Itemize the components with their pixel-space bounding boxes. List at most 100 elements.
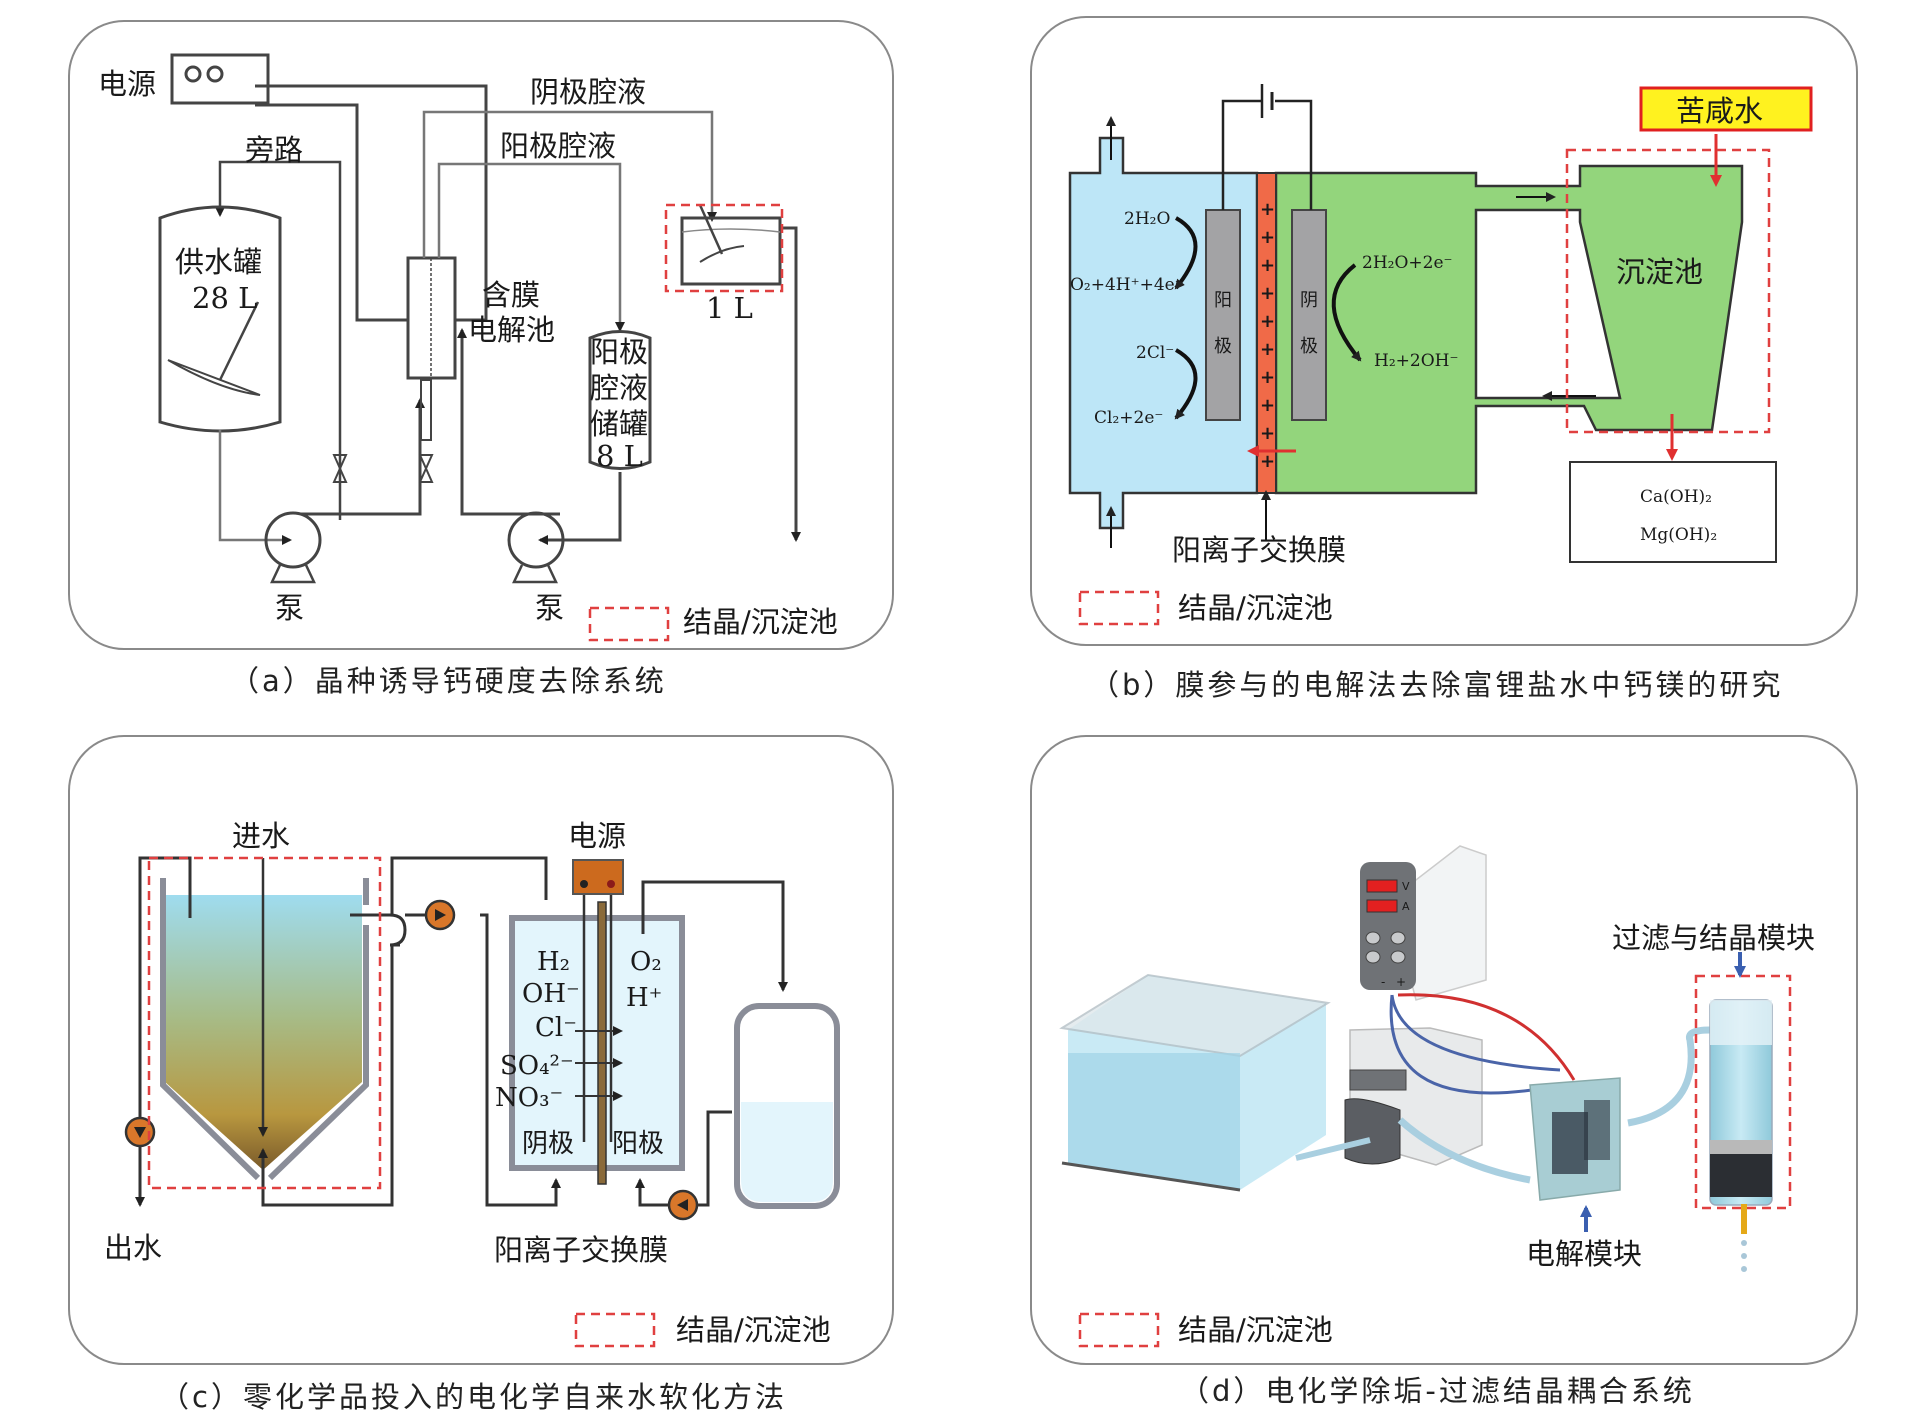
reaction-3-product: H₂+2OH⁻ (1374, 351, 1458, 371)
power-supply-box (170, 53, 270, 105)
power-label: 电源 (568, 819, 626, 853)
membrane-plus-sign: + (1260, 339, 1275, 360)
anolyte-tank-label-3: 储罐 (590, 407, 648, 441)
pump-1-label: 泵 (275, 591, 304, 625)
h2-label: H₂ (537, 947, 570, 977)
membrane-plus-sign: + (1260, 423, 1275, 444)
legend-label: 结晶/沉淀池 (1178, 1313, 1333, 1347)
legend-swatch (1078, 590, 1160, 626)
drain-pipe (1741, 1204, 1747, 1234)
feed-tank (158, 205, 282, 433)
anode-liquid-label: 阳极腔液 (500, 129, 616, 163)
precipitate-ca: Ca(OH)₂ (1640, 487, 1712, 507)
crystallizer-volume: 1 L (706, 291, 753, 325)
membrane-plus-sign: + (1260, 451, 1275, 472)
reaction-1-product: O₂+4H⁺+4e⁻ (1070, 275, 1184, 295)
cathode-electrode (1291, 209, 1327, 421)
knob-icon (206, 65, 224, 83)
brackish-water-box (1639, 86, 1813, 132)
anode-label: 阳极 (612, 1129, 664, 1159)
reaction-2-product: Cl₂+2e⁻ (1094, 408, 1163, 428)
electrolysis-module-label: 电解模块 (1526, 1237, 1642, 1271)
filter-media (1710, 1152, 1772, 1197)
membrane-plus-sign: + (1260, 227, 1275, 248)
valve-icon (332, 454, 348, 483)
feed-tank-label: 供水罐 (175, 245, 262, 279)
knob-icon[interactable] (1365, 931, 1381, 945)
legend-label: 结晶/沉淀池 (676, 1313, 831, 1347)
membrane-plus-sign: + (1260, 255, 1275, 276)
legend-swatch (1078, 1312, 1160, 1348)
knob-icon (184, 65, 202, 83)
settling-tank-label: 沉淀池 (1616, 255, 1703, 289)
flowmeter (420, 379, 432, 441)
cathode-label-2: 极 (1300, 336, 1318, 357)
so4-label: SO₄²⁻ (500, 1051, 574, 1081)
outlet-label: 出水 (104, 1231, 162, 1265)
sedimentation-dashed-box (147, 856, 382, 1190)
cathode-label-1: 阴 (1300, 290, 1318, 311)
brackish-water-label: 苦咸水 (1676, 94, 1763, 128)
caption-b: （b）膜参与的电解法去除富锂盐水中钙镁的研究 (1090, 668, 1784, 702)
membrane-plus-sign: + (1260, 367, 1275, 388)
membrane-label: 阳离子交换膜 (1172, 533, 1346, 567)
legend-label: 结晶/沉淀池 (1178, 591, 1333, 625)
panel-a-frame (68, 20, 894, 650)
cathode-liquid-label: 阴极腔液 (530, 75, 646, 109)
crystallizer-dashed-box (664, 203, 784, 293)
terminal-positive: + (1396, 975, 1406, 989)
knob-icon[interactable] (1390, 931, 1406, 945)
voltage-display (1366, 879, 1398, 893)
caption-c: （c）零化学品投入的电化学自来水软化方法 (160, 1380, 787, 1414)
electrolysis-cell (509, 915, 685, 1171)
anode-label-1: 阳 (1214, 290, 1232, 311)
cell-label-2: 电解池 (468, 313, 555, 347)
membrane-plus-sign: + (1260, 199, 1275, 220)
filter-module-label: 过滤与结晶模块 (1612, 921, 1815, 955)
pump-1 (264, 511, 322, 569)
anolyte-tank-volume: 8 L (596, 439, 643, 473)
anode-label-2: 极 (1214, 336, 1232, 357)
water-drops (1741, 1240, 1747, 1272)
legend-label: 结晶/沉淀池 (683, 605, 838, 639)
legend-swatch (574, 1312, 656, 1348)
no3-label: NO₃⁻ (495, 1083, 563, 1113)
membrane-plus-sign: + (1260, 283, 1275, 304)
cell-label-1: 含膜 (482, 278, 540, 312)
caption-d: （d）电化学除垢-过滤结晶耦合系统 (1180, 1374, 1695, 1408)
settling-dashed-box (1565, 148, 1771, 434)
pump-2-label: 泵 (535, 591, 564, 625)
reaction-1-reactant: 2H₂O (1124, 209, 1170, 229)
power-label: 电源 (98, 67, 156, 101)
o2-label: O₂ (630, 947, 662, 977)
precipitate-mg: Mg(OH)₂ (1640, 525, 1717, 545)
knob-icon[interactable] (1365, 950, 1381, 964)
reaction-3-reactant: 2H₂O+2e⁻ (1362, 253, 1453, 273)
membrane-charges: + + + + + + + + + + (1260, 199, 1275, 472)
meter-v-label: V (1402, 880, 1410, 893)
peristaltic-pump-head (1344, 1098, 1401, 1165)
valve-icon (418, 454, 434, 483)
membrane-label: 阳离子交换膜 (494, 1233, 668, 1267)
knob-icon[interactable] (1390, 950, 1406, 964)
anolyte-tank-label-1: 阳极 (590, 335, 648, 369)
cl-label: Cl⁻ (535, 1013, 577, 1043)
feed-tank-volume: 28 L (192, 281, 257, 315)
reaction-2-reactant: 2Cl⁻ (1136, 343, 1174, 363)
membrane-plus-sign: + (1260, 311, 1275, 332)
membrane-plus-sign: + (1260, 395, 1275, 416)
anolyte-tank-label-2: 腔液 (590, 371, 648, 405)
power-supply-icon (572, 859, 624, 895)
cation-membrane (597, 901, 607, 1185)
cathode-label: 阴极 (522, 1129, 574, 1159)
legend-swatch (588, 606, 670, 642)
caption-a: （a）晶种诱导钙硬度去除系统 (230, 664, 667, 698)
electrode-mesh (1552, 1100, 1610, 1174)
terminal-negative: - (1381, 975, 1385, 989)
meter-a-label: A (1402, 900, 1410, 913)
bypass-label: 旁路 (245, 133, 303, 167)
